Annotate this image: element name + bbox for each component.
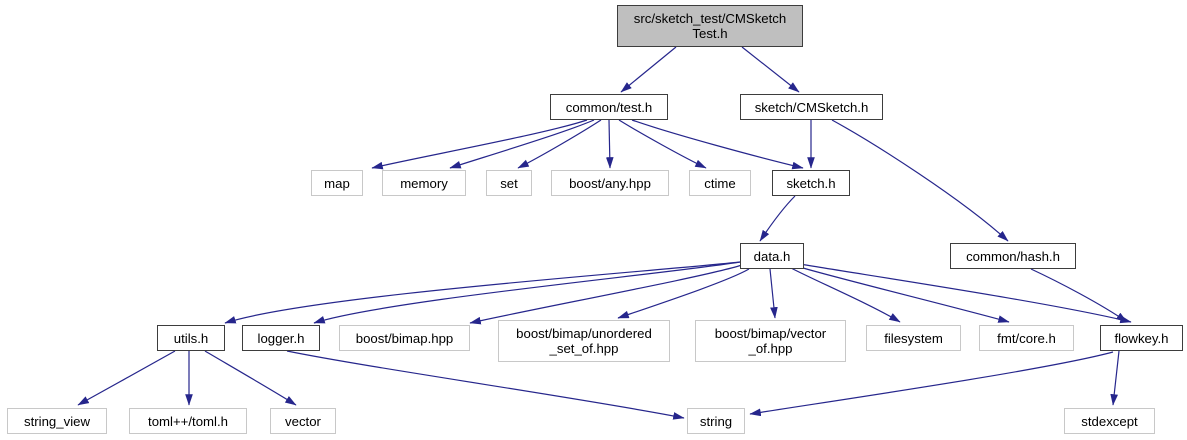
graph-edge-hash-to-flowkey [1030, 268, 1128, 323]
graph-edge-root-to-test [620, 46, 677, 93]
graph-edge-test-to-memory [449, 119, 595, 169]
graph-edge-test-to-set [517, 119, 602, 169]
graph-node-test[interactable]: common/test.h [550, 94, 668, 120]
graph-node-utils[interactable]: utils.h [157, 325, 225, 351]
graph-node-tomlpp[interactable]: toml++/toml.h [129, 408, 247, 434]
graph-node-ctime[interactable]: ctime [689, 170, 751, 196]
graph-edge-data-to-bimapvec [769, 268, 778, 319]
graph-edge-data-to-logger [313, 261, 741, 324]
graph-edge-utils-to-string_view [77, 350, 176, 406]
graph-node-filesystem[interactable]: filesystem [866, 325, 961, 351]
graph-edge-data-to-fmtcore [795, 265, 1010, 323]
graph-edge-test-to-boostany [605, 119, 614, 169]
graph-node-root[interactable]: src/sketch_test/CMSketch Test.h [617, 5, 803, 47]
graph-node-bimap[interactable]: boost/bimap.hpp [339, 325, 470, 351]
graph-edge-flowkey-to-stdexcept [1110, 350, 1120, 406]
graph-node-bimapvec[interactable]: boost/bimap/vector _of.hpp [695, 320, 846, 362]
graph-node-data[interactable]: data.h [740, 243, 804, 269]
graph-node-bimapuset[interactable]: boost/bimap/unordered _set_of.hpp [498, 320, 670, 362]
graph-node-stdexcept[interactable]: stdexcept [1064, 408, 1155, 434]
graph-node-flowkey[interactable]: flowkey.h [1100, 325, 1183, 351]
graph-edge-cmsketch-to-hash [831, 119, 1009, 242]
graph-edge-root-to-cmsketch [741, 46, 800, 93]
graph-edge-sketch-to-data [759, 195, 796, 242]
graph-edge-utils-to-vector [204, 350, 297, 406]
graph-node-logger[interactable]: logger.h [242, 325, 320, 351]
graph-edge-data-to-flowkey [799, 263, 1132, 324]
graph-node-cmsketch[interactable]: sketch/CMSketch.h [740, 94, 883, 120]
graph-node-vector[interactable]: vector [270, 408, 336, 434]
graph-node-string_view[interactable]: string_view [7, 408, 107, 434]
graph-edge-test-to-sketch [631, 119, 804, 170]
graph-edge-test-to-map [371, 119, 588, 170]
graph-node-boostany[interactable]: boost/any.hpp [551, 170, 669, 196]
graph-node-fmtcore[interactable]: fmt/core.h [979, 325, 1074, 351]
graph-node-string[interactable]: string [687, 408, 745, 434]
graph-node-map[interactable]: map [311, 170, 363, 196]
graph-node-memory[interactable]: memory [382, 170, 466, 196]
graph-edge-data-to-utils [224, 261, 741, 324]
graph-node-hash[interactable]: common/hash.h [950, 243, 1076, 269]
graph-node-sketch[interactable]: sketch.h [772, 170, 850, 196]
graph-edge-data-to-bimap [469, 264, 743, 325]
graph-node-set[interactable]: set [486, 170, 532, 196]
graph-edge-data-to-bimapuset [617, 268, 750, 319]
graph-edge-data-to-filesystem [790, 267, 901, 323]
graph-edge-test-to-ctime [618, 119, 707, 169]
